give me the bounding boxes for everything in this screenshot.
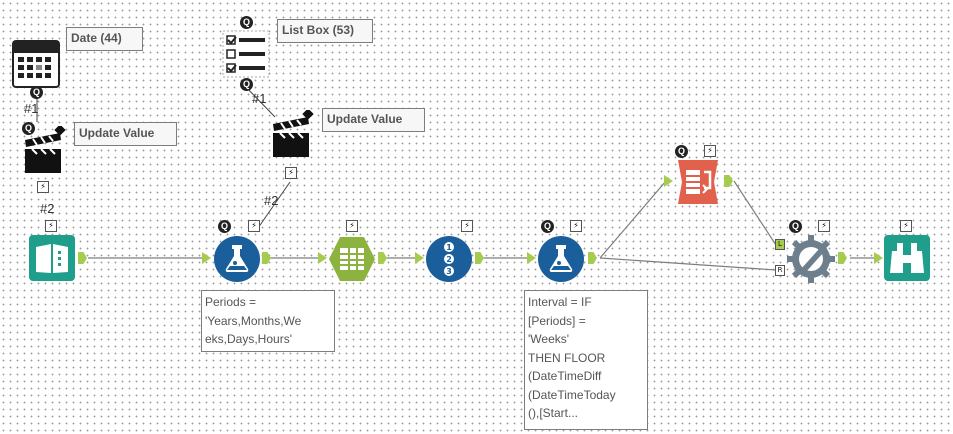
output-anchor[interactable] bbox=[78, 252, 87, 264]
flask-icon bbox=[214, 236, 260, 282]
sort-icon bbox=[678, 160, 718, 204]
question-anchor-icon[interactable]: Q bbox=[30, 86, 43, 99]
input-anchor[interactable] bbox=[664, 175, 673, 187]
date-tool[interactable] bbox=[11, 39, 61, 89]
connection-ref: #1 bbox=[24, 101, 39, 116]
lightning-anchor-icon[interactable]: ⚡ bbox=[248, 220, 260, 232]
lightning-anchor-icon[interactable]: ⚡ bbox=[346, 220, 358, 232]
table-icon bbox=[329, 237, 375, 281]
calendar-icon bbox=[12, 40, 60, 88]
binoculars-icon bbox=[884, 235, 930, 281]
flask-icon bbox=[538, 236, 584, 282]
question-anchor-icon[interactable]: Q bbox=[240, 16, 253, 29]
summarize-tool[interactable] bbox=[674, 158, 722, 206]
lightning-anchor-icon[interactable]: ⚡ bbox=[461, 220, 473, 232]
text-input-tool[interactable] bbox=[29, 235, 75, 281]
question-anchor-icon[interactable]: Q bbox=[541, 220, 554, 233]
output-anchor[interactable] bbox=[724, 175, 733, 187]
question-anchor-icon[interactable]: Q bbox=[22, 122, 35, 135]
output-anchor[interactable] bbox=[588, 252, 597, 264]
lightning-anchor-icon[interactable]: ⚡ bbox=[900, 220, 912, 232]
date-tool-label: Date (44) bbox=[66, 27, 143, 51]
input-anchor[interactable] bbox=[874, 252, 883, 264]
update-value-label-2: Update Value bbox=[322, 108, 425, 132]
gear-pencil-icon bbox=[787, 235, 835, 283]
input-anchor[interactable] bbox=[202, 252, 211, 264]
numbered-list-icon: 1 2 3 bbox=[426, 236, 472, 282]
formula-annotation-2: Interval = IF [Periods] = 'Weeks' THEN F… bbox=[524, 290, 648, 430]
lightning-anchor-icon[interactable]: ⚡ bbox=[45, 220, 57, 232]
right-input-anchor[interactable]: R bbox=[775, 265, 785, 276]
book-icon bbox=[29, 235, 75, 281]
input-anchor[interactable] bbox=[527, 252, 536, 264]
output-anchor[interactable] bbox=[262, 252, 271, 264]
formula-tool-2[interactable] bbox=[537, 235, 585, 283]
record-id-tool[interactable]: 1 2 3 bbox=[425, 235, 473, 283]
formula-annotation-1: Periods = 'Years,Months,We eks,Days,Hour… bbox=[201, 290, 335, 352]
connection-5 bbox=[599, 180, 667, 259]
output-anchor[interactable] bbox=[475, 252, 484, 264]
svg-text:2: 2 bbox=[446, 255, 452, 264]
question-anchor-icon[interactable]: Q bbox=[218, 220, 231, 233]
svg-text:1: 1 bbox=[446, 243, 452, 252]
list-box-tool[interactable] bbox=[222, 30, 270, 78]
clapperboard-icon bbox=[25, 124, 66, 173]
left-input-anchor[interactable]: L bbox=[775, 239, 785, 250]
update-value-tool-2[interactable] bbox=[270, 108, 316, 160]
formula-tool-1[interactable] bbox=[213, 235, 261, 283]
lightning-anchor-icon[interactable]: ⚡ bbox=[285, 167, 297, 179]
lightning-anchor-icon[interactable]: ⚡ bbox=[704, 145, 716, 157]
lightning-anchor-icon[interactable]: ⚡ bbox=[818, 220, 830, 232]
connection-7 bbox=[733, 180, 777, 246]
interface-link-3 bbox=[257, 181, 291, 229]
browse-tool[interactable] bbox=[884, 235, 930, 281]
lightning-anchor-icon[interactable]: ⚡ bbox=[37, 181, 49, 193]
connection-6 bbox=[599, 257, 777, 271]
lightning-anchor-icon[interactable]: ⚡ bbox=[570, 220, 582, 232]
connection-ref: #1 bbox=[252, 91, 267, 106]
svg-text:3: 3 bbox=[446, 267, 452, 276]
question-anchor-icon[interactable]: Q bbox=[675, 145, 688, 158]
join-tool[interactable] bbox=[787, 235, 835, 283]
input-anchor[interactable] bbox=[318, 252, 327, 264]
clapperboard-icon bbox=[273, 108, 314, 157]
question-anchor-icon[interactable]: Q bbox=[240, 78, 253, 91]
update-value-label-1: Update Value bbox=[74, 122, 177, 146]
question-anchor-icon[interactable]: Q bbox=[789, 220, 802, 233]
list-box-tool-label: List Box (53) bbox=[277, 19, 373, 43]
connection-ref: #2 bbox=[264, 193, 279, 208]
update-value-tool-1[interactable] bbox=[22, 124, 68, 176]
output-anchor[interactable] bbox=[378, 252, 387, 264]
checklist-icon bbox=[222, 30, 270, 78]
output-anchor[interactable] bbox=[838, 252, 847, 264]
generate-rows-tool[interactable] bbox=[328, 235, 376, 283]
input-anchor[interactable] bbox=[415, 252, 424, 264]
connection-ref: #2 bbox=[40, 201, 55, 216]
